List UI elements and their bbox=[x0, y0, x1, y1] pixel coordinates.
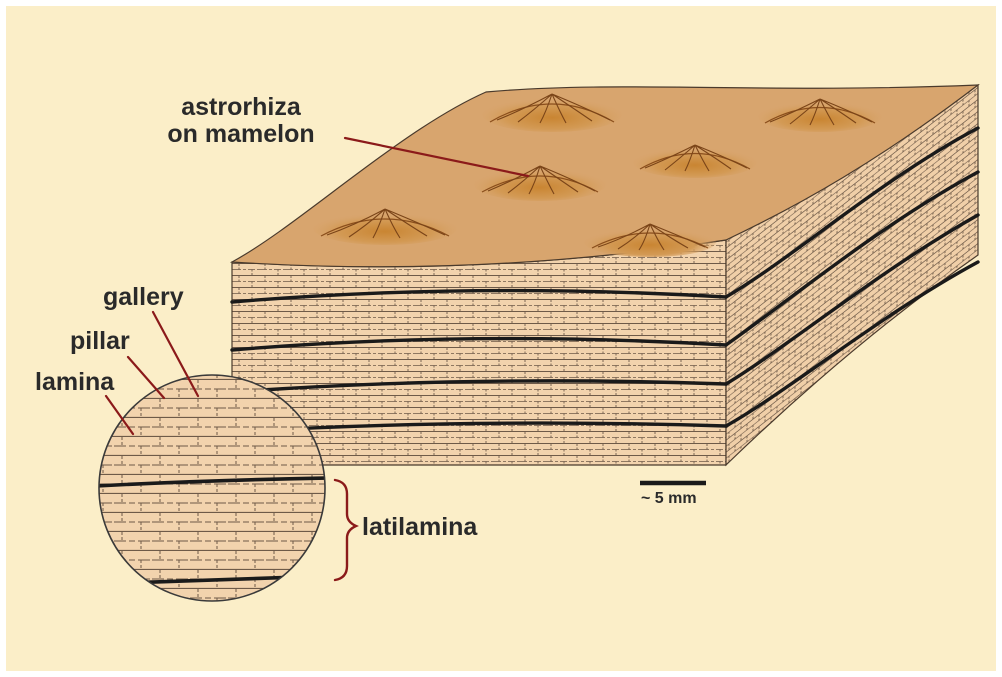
latilamina-label: latilamina bbox=[362, 513, 478, 541]
lamina-label: lamina bbox=[35, 368, 115, 396]
astrorhiza-label: astrorhiza bbox=[181, 93, 302, 121]
gallery-label: gallery bbox=[103, 283, 184, 311]
scale-label: ~ 5 mm bbox=[641, 490, 697, 507]
mamelon-label: on mamelon bbox=[167, 120, 314, 148]
pillar-leader bbox=[128, 357, 164, 398]
pillar-label: pillar bbox=[70, 327, 130, 355]
latilamina-brace bbox=[335, 480, 356, 580]
